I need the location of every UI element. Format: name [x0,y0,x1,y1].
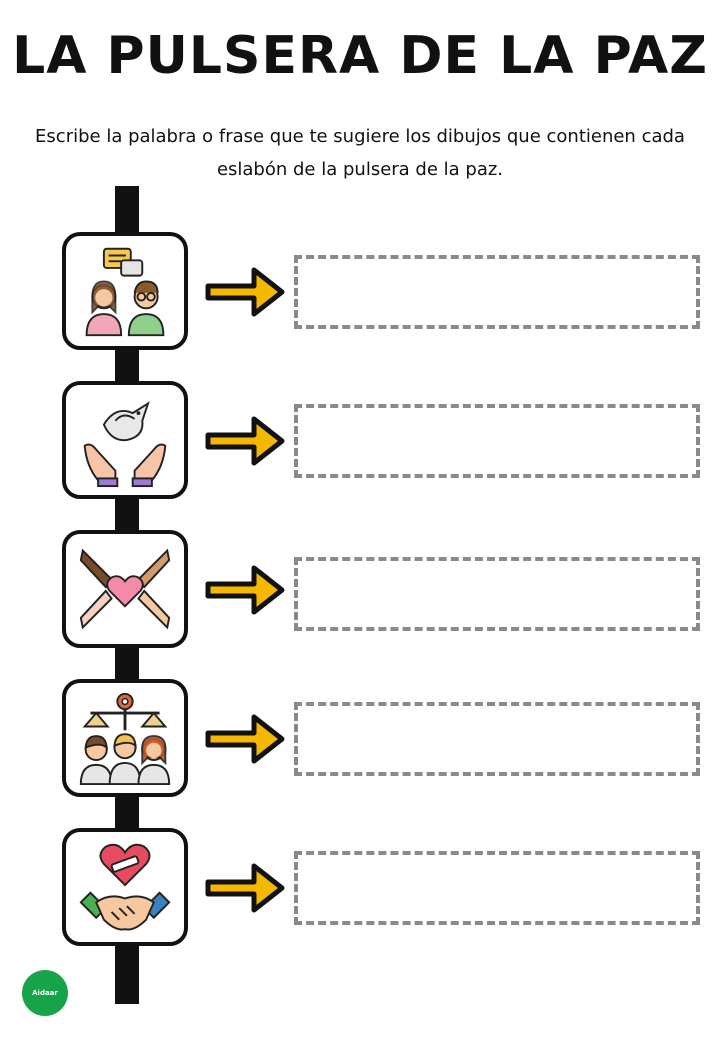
answer-field-4[interactable] [294,702,700,776]
instructions: Escribe la palabra o frase que te sugier… [35,126,685,180]
hands-heart-icon [62,530,188,648]
heart-handshake-icon [62,828,188,946]
answer-field-2[interactable] [294,404,700,478]
right-arrow-icon [205,416,285,466]
logo-text: Aidaar [32,989,58,997]
right-arrow-icon [205,565,285,615]
page-title: LA PULSERA DE LA PAZ [12,26,708,86]
dialogue-people-icon [62,232,188,350]
school-logo-icon: Aidaar [22,970,68,1016]
answer-field-3[interactable] [294,557,700,631]
answer-field-5[interactable] [294,851,700,925]
justice-scales-people-icon [62,679,188,797]
right-arrow-icon [205,714,285,764]
right-arrow-icon [205,267,285,317]
dove-hands-icon [62,381,188,499]
right-arrow-icon [205,863,285,913]
answer-field-1[interactable] [294,255,700,329]
